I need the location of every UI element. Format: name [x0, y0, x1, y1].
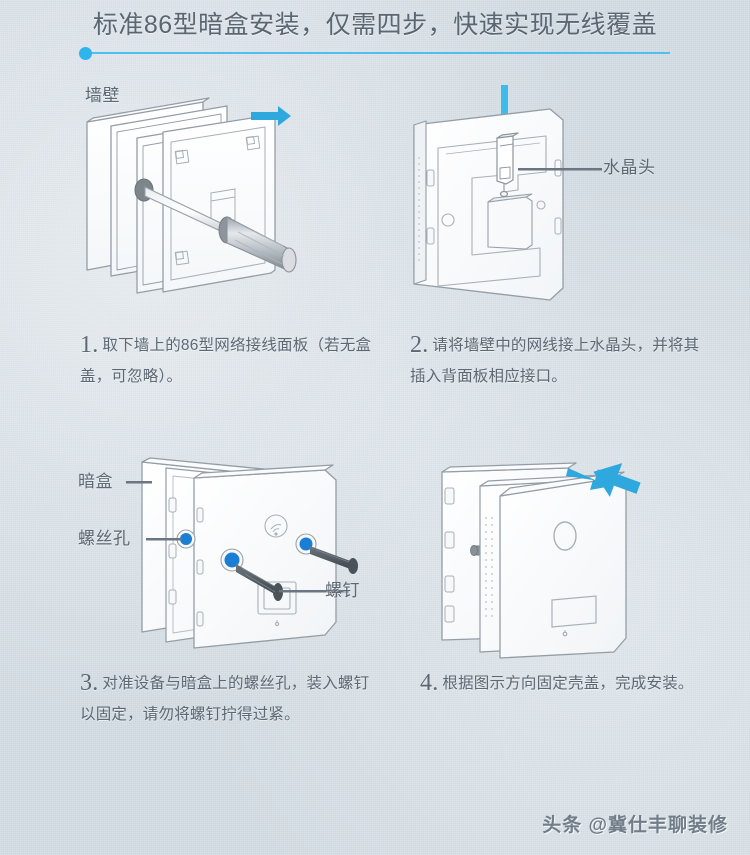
screw-hole-leader-line: [146, 538, 182, 541]
step-3-panel: 暗盒 螺丝孔 螺钉 3.对准设备与暗盒上的螺丝孔，装入螺钉以固定，请勿将螺钉拧得…: [70, 440, 400, 770]
screw-label: 螺钉: [325, 581, 360, 600]
step-2-caption: 2.请将墙壁中的网线接上水晶头，并将其插入背面板相应接口。: [410, 330, 710, 392]
step-2-text: 请将墙壁中的网线接上水晶头，并将其插入背面板相应接口。: [410, 337, 700, 385]
step-4-panel: 4.根据图示方向固定壳盖，完成安装。: [400, 440, 730, 770]
vent-holes-icon: [485, 517, 493, 617]
step-1-panel: 墙壁 1.取下墙上的86型网络接线面板（若无盒盖，可忽略）。: [75, 80, 375, 400]
screw-icon-2: [295, 533, 358, 574]
screw-hole-label: 螺丝孔: [78, 529, 131, 548]
step-1-text: 取下墙上的86型网络接线面板（若无盒盖，可忽略）。: [80, 337, 372, 385]
page-header: 标准86型暗盒安装，仅需四步，快速实现无线覆盖: [0, 8, 750, 64]
rj45-plug-icon: [496, 132, 519, 198]
vent-holes-icon: [418, 157, 420, 261]
step-4-illustration: [441, 462, 641, 659]
screw-icon: [220, 548, 283, 601]
wifi-logo-icon: [264, 514, 288, 538]
rj45-leader-line: [518, 168, 602, 171]
back-box-leader-line: [126, 481, 152, 484]
page-title: 标准86型暗盒安装，仅需四步，快速实现无线覆盖: [92, 11, 658, 39]
step-3-number: 3.: [80, 670, 99, 696]
step-1-illustration: [86, 97, 297, 294]
screwdriver-icon: [134, 178, 297, 273]
step-3-text: 对准设备与暗盒上的螺丝孔，装入螺钉以固定，请勿将螺钉拧得过紧。: [80, 675, 370, 723]
wall-label: 墙壁: [85, 86, 120, 105]
step-4-number: 4.: [420, 670, 439, 696]
step-1-number: 1.: [80, 332, 99, 358]
front-window-icon: [551, 595, 597, 637]
title-bullet-dot: [79, 47, 92, 60]
title-underline: [85, 52, 670, 54]
watermark: 头条 @冀仕丰聊装修: [542, 815, 728, 836]
step-1-caption: 1.取下墙上的86型网络接线面板（若无盒盖，可忽略）。: [80, 330, 380, 392]
logo-oval-icon: [553, 521, 577, 551]
ethernet-cable-icon: [501, 85, 508, 140]
step-3-illustration: [126, 457, 358, 649]
step-2-number: 2.: [410, 332, 429, 358]
up-left-arrow-icon: [566, 463, 641, 497]
step-3-caption: 3.对准设备与暗盒上的螺丝孔，装入螺钉以固定，请勿将螺钉拧得过紧。: [80, 668, 380, 730]
step-2-panel: 水晶头 2.请将墙壁中的网线接上水晶头，并将其插入背面板相应接口。: [400, 80, 730, 400]
right-arrow-icon: [251, 106, 291, 126]
rj45-connector-label: 水晶头: [603, 158, 656, 177]
step-4-text: 根据图示方向固定壳盖，完成安装。: [442, 675, 694, 692]
back-box-label: 暗盒: [78, 472, 113, 491]
screw-leader-line: [279, 590, 349, 593]
step-4-caption: 4.根据图示方向固定壳盖，完成安装。: [420, 668, 720, 699]
step-2-illustration: [413, 85, 602, 301]
